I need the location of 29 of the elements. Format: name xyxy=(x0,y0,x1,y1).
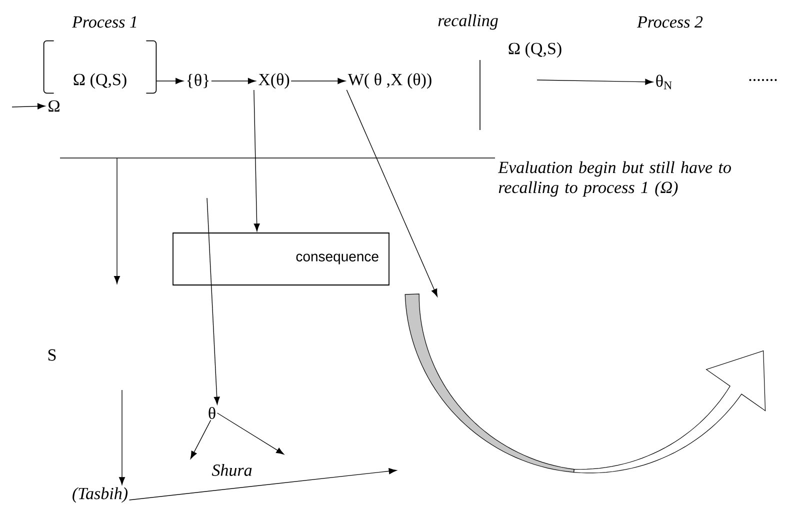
formula-text: θ xyxy=(208,406,216,420)
annotation-text: Evaluation begin but still have to recalling to process 1 (Ω) xyxy=(498,161,731,197)
annotation-text: recalling xyxy=(438,14,498,30)
arrow xyxy=(206,198,220,405)
formula-text: W( θ ,X (θ)) xyxy=(348,73,432,89)
arrow xyxy=(254,90,260,232)
formula-text: S xyxy=(48,349,56,361)
arrow xyxy=(119,390,125,485)
arrow xyxy=(536,78,654,85)
ellipsis-text: ....... xyxy=(749,79,777,81)
heading-text: Process 2 xyxy=(636,16,703,28)
formula-text: Ω xyxy=(48,100,60,112)
process-box: consequence xyxy=(172,232,390,286)
arrow xyxy=(156,78,184,84)
formula-text: {θ} xyxy=(187,74,209,88)
arrow xyxy=(216,412,284,455)
bracketed-formula: Ω (Q,S) xyxy=(43,40,157,94)
curved-arrow-drawing xyxy=(404,294,766,474)
arrow xyxy=(211,78,256,84)
arrow xyxy=(290,78,346,84)
annotation-text: Shura xyxy=(212,464,252,476)
arrow xyxy=(128,468,397,500)
node-text: (Tasbih) xyxy=(72,487,128,503)
arrow xyxy=(190,420,212,460)
formula-text: X(θ) xyxy=(258,73,290,89)
arrow xyxy=(12,103,46,110)
formula-text: Ω (Q,S) xyxy=(508,42,562,58)
arrow xyxy=(346,90,438,297)
formula-text: θ$_{N}$ xyxy=(656,74,672,90)
